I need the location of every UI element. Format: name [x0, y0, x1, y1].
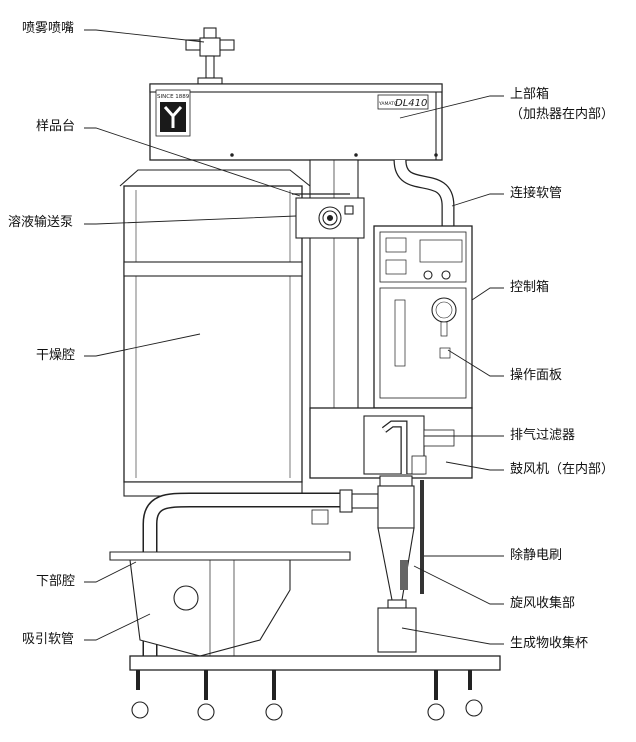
label-static-brush: 除静电刷 [510, 548, 563, 563]
label-sample-stage: 样品台 [36, 119, 76, 134]
leader-cyclone [413, 565, 504, 605]
label-spray-nozzle: 喷雾喷嘴 [22, 21, 75, 36]
lower-chamber [109, 551, 351, 657]
label-drying-chamber: 干燥腔 [36, 348, 76, 363]
spray-nozzle [185, 27, 235, 85]
label-upper-box: 上部箱 [510, 87, 550, 102]
leader-nozzle [84, 29, 205, 43]
label-collection-cup: 生成物收集杯 [510, 636, 589, 651]
connecting-hose [393, 159, 455, 226]
leader-blower [445, 461, 504, 471]
suction-hose [142, 489, 379, 660]
leader-suction-hose [84, 613, 151, 641]
collection-cup [377, 607, 417, 653]
leader-operation-panel [447, 349, 504, 377]
leader-lower-chamber [84, 561, 137, 583]
model-number-text: DL410 [395, 98, 427, 109]
label-operation-panel: 操作面板 [510, 368, 563, 383]
label-cyclone: 旋风收集部 [510, 596, 576, 611]
brand-since-text: SINCE 1889 [157, 94, 190, 100]
model-prefix-text: YAMATO [378, 101, 398, 107]
leader-pump [84, 215, 297, 225]
solution-pump [295, 197, 365, 239]
leader-drying-chamber [84, 333, 201, 357]
base-frame [129, 655, 501, 721]
label-upper-box-note: （加热器在内部） [510, 107, 615, 122]
leader-collection-cup [401, 627, 504, 645]
label-connecting-hose: 连接软管 [510, 186, 563, 201]
upper-box: SINCE 1889 YAMATO DL410 [149, 83, 443, 161]
leader-connecting-hose [451, 193, 504, 207]
control-box [373, 225, 473, 409]
label-solution-pump: 溶液输送泵 [8, 215, 74, 230]
label-lower-chamber: 下部腔 [36, 574, 76, 589]
label-suction-hose: 吸引软管 [22, 632, 75, 647]
leader-upper-box [399, 95, 504, 119]
label-exhaust-filter: 排气过滤器 [510, 428, 576, 443]
leader-lines [84, 29, 504, 645]
blower-housing [309, 407, 473, 479]
label-control-box: 控制箱 [510, 280, 550, 295]
leader-sample-stage [84, 127, 301, 197]
label-blower: 鼓风机（在内部） [510, 462, 615, 477]
drying-chamber [119, 169, 311, 497]
leader-control-box [471, 287, 504, 301]
cyclone-collector [377, 475, 415, 609]
